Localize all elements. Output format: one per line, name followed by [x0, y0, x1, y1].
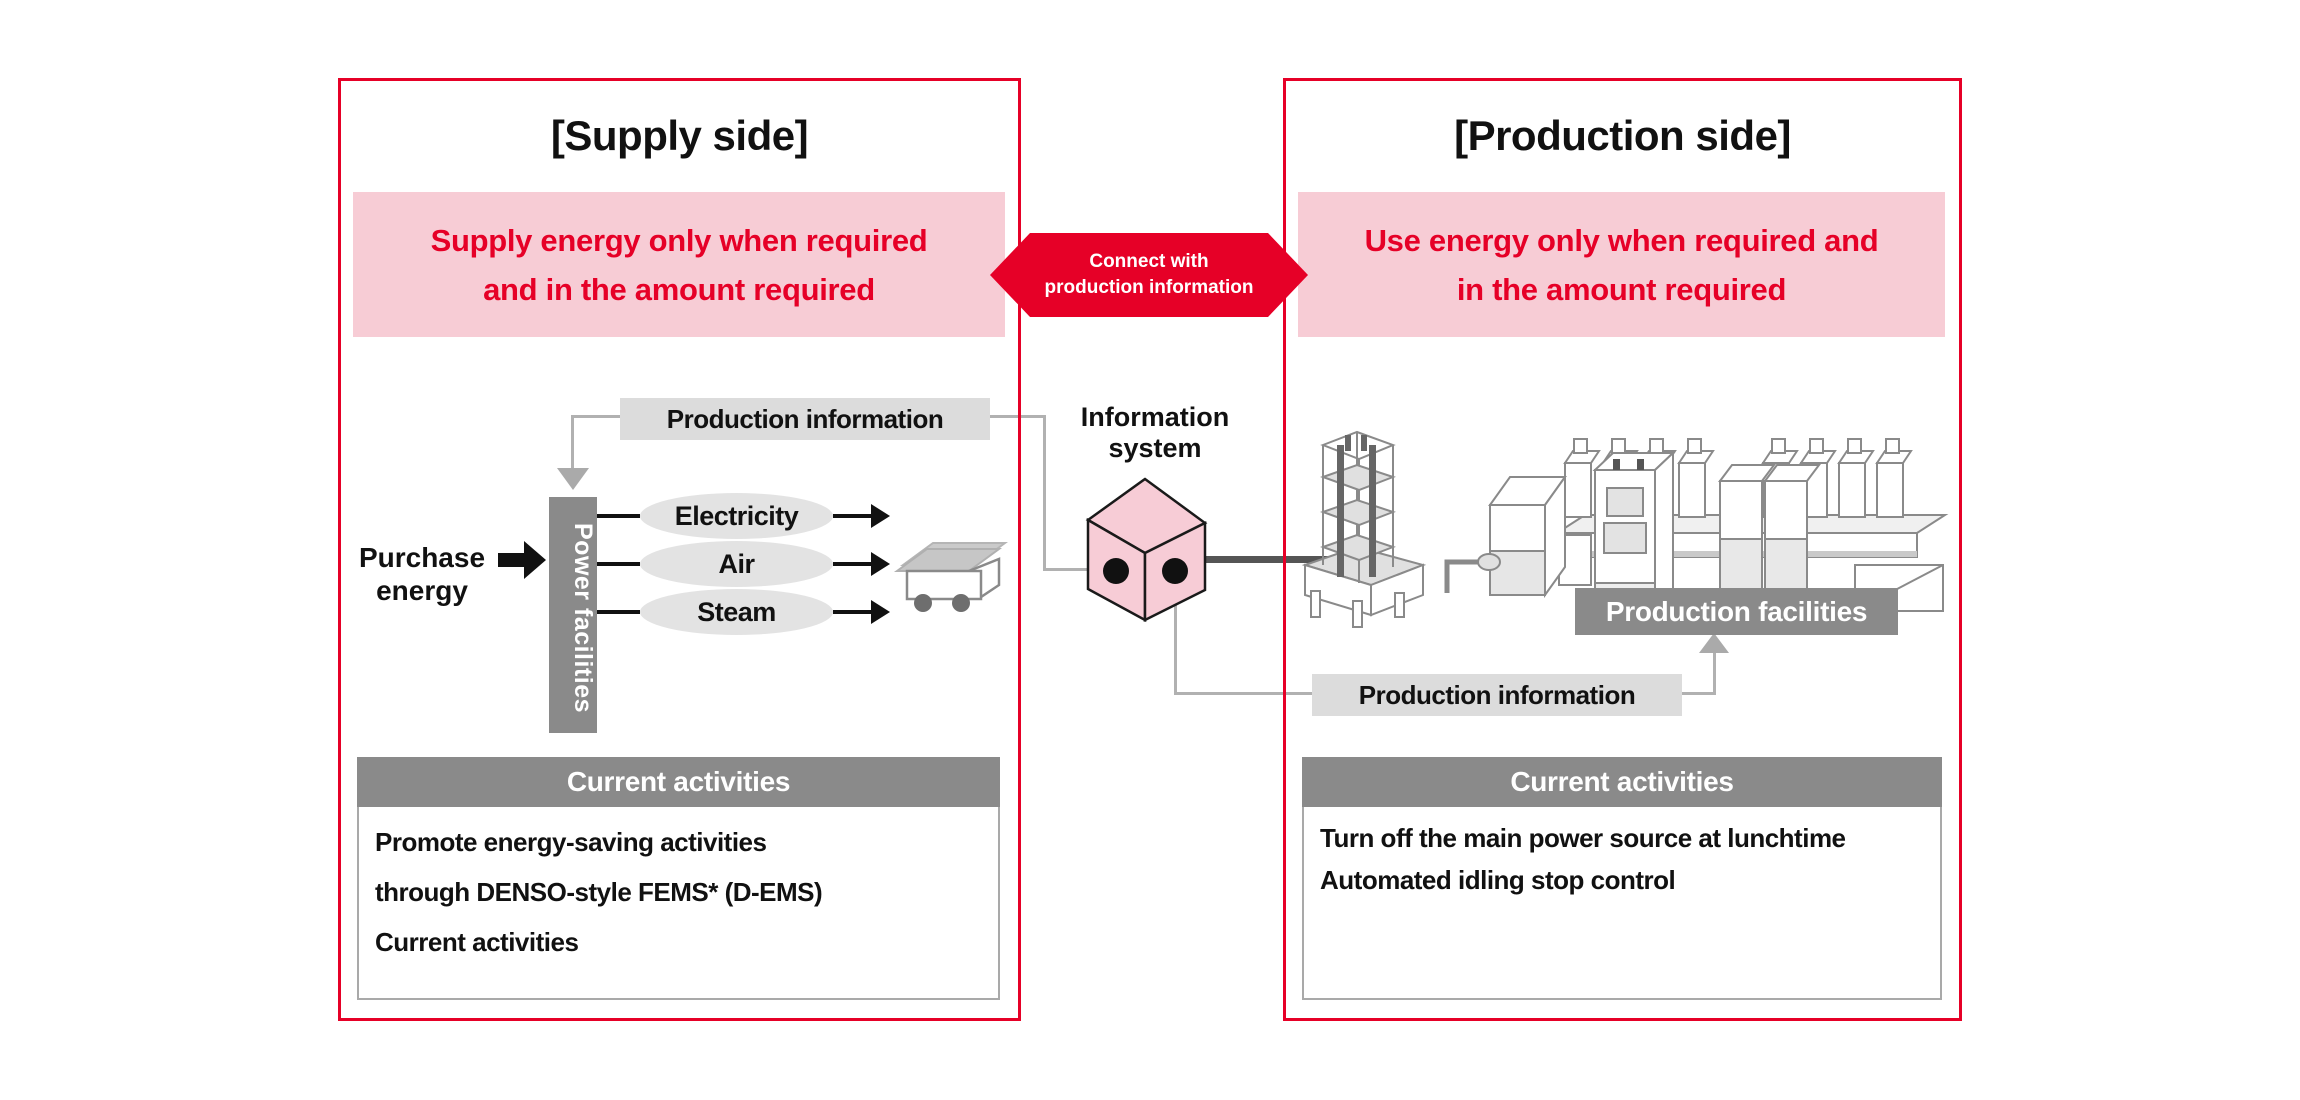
production-banner: Use energy only when required and in the… — [1298, 192, 1945, 337]
info-system-label: Information system — [1080, 402, 1230, 463]
air-arrow-icon — [871, 552, 890, 576]
cart-icon — [893, 533, 1008, 618]
air-arrow-shaft — [833, 562, 873, 566]
production-facilities-banner: Production facilities — [1575, 588, 1898, 635]
supply-activity-line: Current activities — [375, 927, 579, 957]
steam-ellipse: Steam — [640, 589, 833, 635]
cube-line-down — [1174, 580, 1177, 695]
info-system-cube-icon — [1080, 470, 1215, 630]
up-arrow-icon — [1699, 633, 1729, 653]
power-facilities-bar: Power facilities — [549, 497, 597, 733]
production-current-activities-header: Current activities — [1302, 757, 1942, 807]
supply-activity-line: through DENSO-style FEMS* (D-EMS) — [375, 877, 823, 907]
electricity-arrow-icon — [871, 504, 890, 528]
supply-banner: Supply energy only when required and in … — [353, 192, 1005, 337]
power-facilities-label: Power facilities — [569, 522, 597, 714]
prod-info-line-right — [1682, 692, 1716, 695]
factory-illustration — [1295, 415, 1950, 640]
supply-production-info-label: Production information — [620, 398, 990, 440]
purchase-energy-label: Purchase energy — [358, 542, 486, 606]
purchase-arrow-shaft — [498, 553, 526, 567]
cube-line-right — [1174, 692, 1314, 695]
prod-info-line-up — [1713, 650, 1716, 695]
supply-current-activities-body: Promote energy-saving activities through… — [357, 807, 1000, 1000]
hexagon-connector — [988, 230, 1310, 320]
electricity-ellipse: Electricity — [640, 493, 833, 539]
production-activity-line: Turn off the main power source at luncht… — [1320, 823, 1846, 853]
steam-arrow-icon — [871, 600, 890, 624]
supply-info-line-left — [571, 415, 623, 418]
center-line-down — [1043, 415, 1046, 571]
cube-to-factory-line — [1188, 556, 1350, 563]
production-current-activities-body: Turn off the main power source at luncht… — [1302, 807, 1942, 1000]
hexagon-label: Connect with production information — [1044, 251, 1254, 298]
supply-current-activities-header: Current activities — [357, 757, 1000, 807]
purchase-arrow-icon — [524, 541, 546, 579]
center-line-to-cube — [1043, 568, 1118, 571]
electricity-arrow-shaft — [833, 514, 873, 518]
supply-info-line-down — [571, 415, 574, 470]
down-arrow-icon — [557, 468, 589, 490]
air-ellipse: Air — [640, 541, 833, 587]
electricity-stub-line — [597, 514, 640, 518]
supply-title: [Supply side] — [550, 112, 809, 159]
production-activity-line: Automated idling stop control — [1320, 865, 1676, 895]
steam-stub-line — [597, 610, 640, 614]
production-title: [Production side] — [1454, 112, 1791, 159]
production-production-info-label: Production information — [1312, 674, 1682, 716]
steam-arrow-shaft — [833, 610, 873, 614]
air-stub-line — [597, 562, 640, 566]
supply-activity-line: Promote energy-saving activities — [375, 827, 767, 857]
